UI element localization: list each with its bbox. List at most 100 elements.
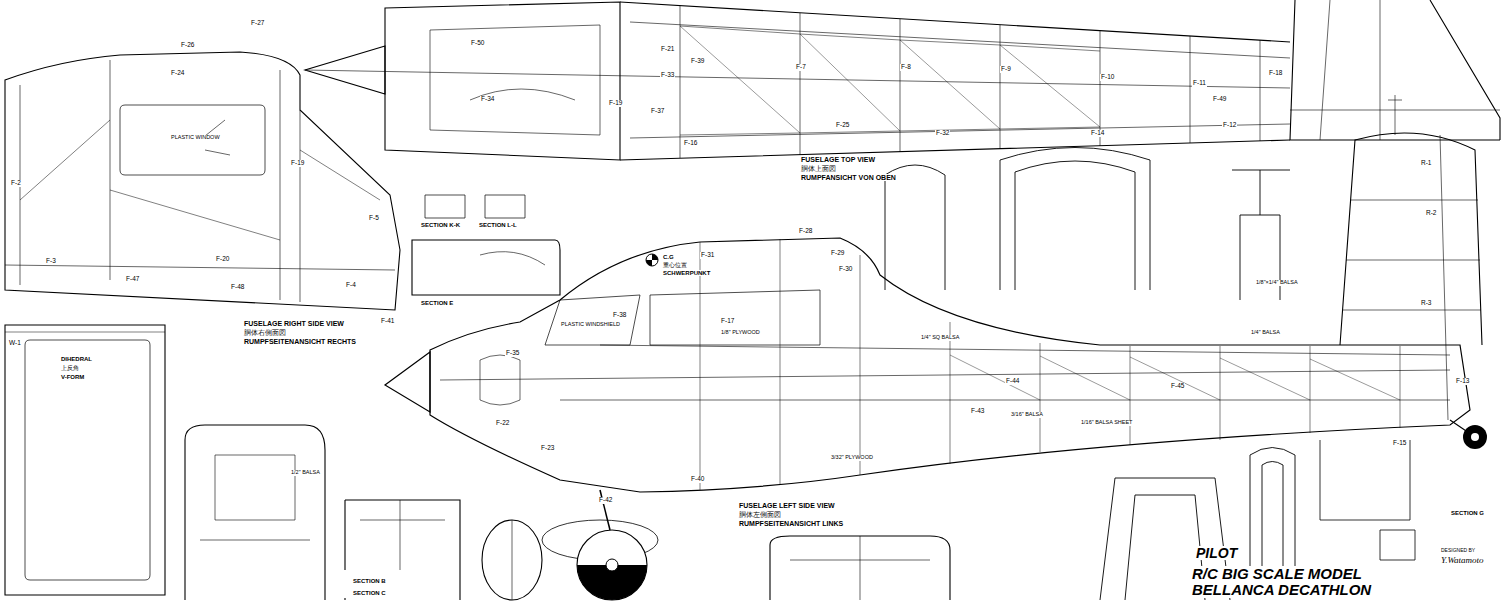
cg-label: C.G (662, 254, 675, 260)
fuselage-right-side-view (120, 105, 265, 175)
part-number: F-31 (700, 252, 715, 259)
part-number: F-50 (470, 40, 485, 47)
material-note: 1/4" BALSA (1250, 330, 1281, 336)
part-number: F-41 (380, 318, 395, 325)
part-number: F-3 (45, 258, 57, 265)
section-views (1320, 440, 1415, 560)
section-views (185, 425, 325, 600)
part-number: F-40 (690, 476, 705, 483)
section-label: SECTION C (352, 590, 387, 596)
view-title: FUSELAGE LEFT SIDE VIEW (738, 502, 836, 509)
part-number: R-1 (1420, 160, 1432, 167)
fuselage-left-side-view (545, 290, 820, 345)
section-views (790, 536, 930, 600)
material-note: 1/4" SQ BALSA (920, 335, 960, 341)
fuselage-top-view (305, 22, 1290, 138)
fuselage-left-side-view (480, 355, 520, 405)
material-note: 1/2" BALSA (290, 470, 321, 476)
tail-top-view (1290, 0, 1500, 140)
part-number: F-19 (608, 100, 623, 107)
cg-label: 重心位置 (662, 262, 688, 268)
part-number: F-27 (250, 20, 265, 27)
section-label: SECTION E (420, 300, 454, 306)
part-number: F-42 (598, 497, 613, 504)
section-label: 上反角 (60, 365, 80, 371)
part-number: F-21 (660, 46, 675, 53)
part-number: F-14 (1090, 130, 1105, 137)
cg-symbol (646, 254, 658, 266)
part-number: F-7 (795, 64, 807, 71)
part-number: F-38 (612, 312, 627, 319)
fuselage-left-side-view (950, 355, 1400, 400)
part-number: F-44 (1005, 378, 1020, 385)
section-views (412, 240, 560, 295)
tail-wheel (1463, 425, 1487, 449)
fin-and-rudder (1343, 135, 1481, 420)
part-number: F-28 (798, 228, 813, 235)
section-views (482, 520, 542, 600)
wing-center-section (5, 325, 165, 595)
part-number: F-5 (368, 215, 380, 222)
part-number: W-1 (8, 340, 22, 347)
fuselage-right-side-view (5, 60, 395, 302)
section-label: DIHEDRAL (60, 356, 93, 362)
part-number: F-13 (1455, 378, 1470, 385)
fuselage-left-side-view (440, 345, 1450, 400)
fuselage-top-view (385, 2, 620, 160)
fuselage-right-side-view (5, 52, 400, 310)
section-views (345, 500, 460, 600)
part-number: F-29 (830, 250, 845, 257)
section-label: SECTION K-K (420, 222, 461, 228)
part-number: F-35 (505, 350, 520, 357)
main-wheel (606, 559, 618, 571)
part-number: F-45 (1170, 383, 1185, 390)
tail-top-view (1290, 0, 1500, 140)
view-title: FUSELAGE TOP VIEW (800, 156, 876, 163)
view-title: 胴体上面図 (800, 165, 837, 172)
main-wheel (542, 490, 658, 600)
fuselage-right-side-view (20, 120, 380, 240)
part-number: F-4 (345, 282, 357, 289)
part-number: F-48 (230, 284, 245, 291)
part-number: F-19 (290, 160, 305, 167)
part-number: F-2 (10, 180, 22, 187)
part-number: F-39 (690, 58, 705, 65)
section-views (360, 500, 445, 570)
material-note: 1/8"×1/4" BALSA (1255, 280, 1299, 286)
part-number: F-10 (1100, 74, 1115, 81)
main-wheel (577, 530, 647, 600)
view-title: RUMPFSEITENANSICHT LINKS (738, 520, 844, 527)
fuselage-left-side-view (385, 238, 1470, 492)
part-number: F-25 (835, 122, 850, 129)
fuselage-left-side-view (385, 352, 430, 412)
material-note: PLASTIC WINDSHIELD (560, 322, 621, 328)
view-title: RUMPFSEITENANSICHT RECHTS (243, 338, 357, 345)
view-title: FUSELAGE RIGHT SIDE VIEW (243, 320, 345, 327)
section-views (885, 148, 1150, 291)
section-label: SECTION L-L (478, 222, 518, 228)
fuselage-top-view (305, 2, 1290, 160)
part-number: F-47 (125, 276, 140, 283)
cg-symbol (646, 254, 658, 266)
fin-and-rudder (1340, 133, 1482, 345)
logo: PILOT (1195, 546, 1238, 560)
part-number: F-22 (495, 420, 510, 427)
material-note: 1/16" BALSA SHEET (1080, 420, 1133, 426)
plan-title: R/C BIG SCALE MODEL BELLANCA DECATHLON (1192, 566, 1407, 598)
wing-center-section (25, 340, 150, 580)
tail-top-view (1388, 95, 1402, 135)
part-number: F-49 (1212, 96, 1227, 103)
part-number: F-20 (215, 256, 230, 263)
part-number: R-3 (1420, 300, 1432, 307)
fuselage-left-side-view (700, 239, 1400, 490)
tail-wheel (1463, 425, 1487, 449)
part-number: F-9 (1000, 66, 1012, 73)
fin-and-rudder (1340, 133, 1482, 437)
designer-credit: Y.Watamoto (1440, 556, 1485, 565)
part-number: F-33 (660, 72, 675, 79)
view-title: 胴体左側面図 (738, 511, 782, 518)
material-note: 1/8" PLYWOOD (720, 330, 761, 336)
cg-label: SCHWERPUNKT (662, 270, 711, 276)
fuselage-top-view (430, 25, 600, 135)
part-number: F-15 (1392, 440, 1407, 447)
